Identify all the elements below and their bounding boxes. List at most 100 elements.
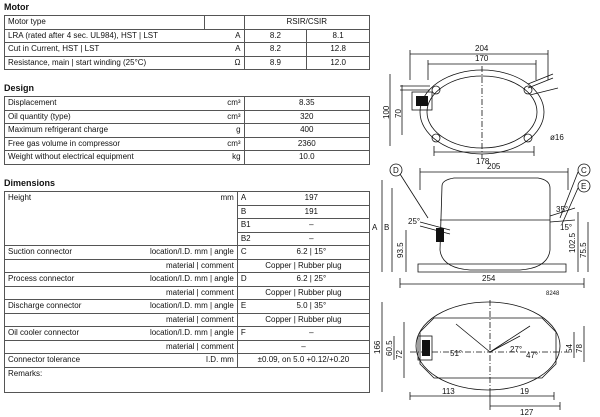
dim-102-5: 102.5 <box>568 232 577 253</box>
design-row-value: 400 <box>243 123 371 138</box>
height-code: B2 <box>236 231 254 246</box>
angle-27: 27° <box>510 345 522 354</box>
height-code: B <box>236 204 254 219</box>
connector-sub2: material | comment <box>103 285 238 300</box>
dim-19: 19 <box>520 387 529 396</box>
motor-row-unit: Ω <box>204 55 245 70</box>
angle-51: 51° <box>450 349 462 358</box>
table-row: Height mm A 197 <box>3 191 370 246</box>
height-value: – <box>253 218 370 233</box>
angle-35: 35° <box>556 205 568 214</box>
table-row: Remarks: <box>4 366 370 393</box>
dim-204: 204 <box>475 44 489 53</box>
dimensions-section-title: Dimensions <box>4 178 56 188</box>
design-row-value: 320 <box>243 109 371 124</box>
design-row-unit: cm³ <box>204 136 245 151</box>
tolerance-label: Connector tolerance <box>3 353 104 368</box>
connector-v2: – <box>236 339 371 354</box>
table-row: LRA (rated after 4 sec. UL984), HST | LS… <box>4 28 370 43</box>
angle-47: 47° <box>526 351 538 360</box>
dim-166: 166 <box>373 340 382 354</box>
dim-100: 100 <box>382 105 391 119</box>
motor-section-title: Motor <box>4 2 29 12</box>
dim-54: 54 <box>565 344 574 353</box>
motor-row-label: Cut in Current, HST | LST <box>4 42 205 57</box>
dim-170: 170 <box>475 54 489 63</box>
table-row: Suction connector location/I.D. mm | ang… <box>3 245 370 260</box>
motor-row-label: Resistance, main | start winding (25°C) <box>4 55 205 70</box>
dim-70: 70 <box>394 109 403 118</box>
table-row: material | comment Copper | Rubber plug <box>3 285 371 300</box>
connector-code: F <box>236 326 254 341</box>
design-row-label: Oil quantity (type) <box>4 109 205 124</box>
design-row-unit: cm³ <box>204 96 245 111</box>
table-row: Cut in Current, HST | LST A 8.2 12.8 <box>4 42 370 57</box>
motor-row-v1: 8.2 <box>243 42 308 57</box>
motor-row-unit: A <box>204 28 245 43</box>
height-value: 191 <box>253 204 370 219</box>
height-value: – <box>253 231 370 246</box>
label-b: B <box>384 223 389 232</box>
height-label: Height <box>3 191 104 246</box>
motor-type-row: Motor type RSIR/CSIR <box>4 15 371 30</box>
dim-93-5: 93.5 <box>396 242 405 258</box>
connector-v2: Copper | Rubber plug <box>236 258 371 273</box>
table-row: material | comment Copper | Rubber plug <box>3 312 371 327</box>
design-row-label: Weight without electrical equipment <box>4 150 205 165</box>
design-row-value: 10.0 <box>243 150 371 165</box>
design-row-label: Free gas volume in compressor <box>4 136 205 151</box>
height-code: A <box>236 191 254 206</box>
connector-v1: 6.2 | 15° <box>253 245 370 260</box>
connector-v1: 5.0 | 35° <box>253 299 370 314</box>
tolerance-value: ±0.09, on 5.0 +0.12/+0.20 <box>236 353 371 368</box>
tolerance-unit: I.D. mm <box>103 353 238 368</box>
dim-78: 78 <box>575 344 584 353</box>
connector-sub1: location/I.D. mm | angle <box>103 326 238 341</box>
connector-sub2: material | comment <box>103 339 238 354</box>
height-value: 197 <box>253 191 370 206</box>
connector-v2: Copper | Rubber plug <box>236 285 371 300</box>
motor-row-v2: 8.1 <box>306 28 370 43</box>
label-a: A <box>372 223 378 232</box>
motor-row-label: LRA (rated after 4 sec. UL984), HST | LS… <box>4 28 205 43</box>
connector-sub1: location/I.D. mm | angle <box>103 245 238 260</box>
top-view-drawing: 204 170 100 70 178 ø16 <box>378 40 600 170</box>
connector-v1: – <box>253 326 370 341</box>
table-row: Connector tolerance I.D. mm ±0.09, on 5.… <box>3 353 371 368</box>
motor-row-v1: 8.9 <box>243 55 308 70</box>
motor-row-v1: 8.2 <box>243 28 308 43</box>
dim-75-5: 75.5 <box>579 242 588 258</box>
height-unit: mm <box>103 191 238 246</box>
side-view-drawing: D C E 205 A B 25° 35° 15° 93.5 102.5 75.… <box>370 160 600 296</box>
motor-row-v2: 12.8 <box>306 42 370 57</box>
remarks-label: Remarks: <box>4 366 370 393</box>
design-section-title: Design <box>4 83 35 93</box>
dim-205: 205 <box>487 162 501 171</box>
dim-60-5: 60.5 <box>385 340 394 356</box>
design-row-value: 2360 <box>243 136 371 151</box>
height-code: B1 <box>236 218 254 233</box>
label-e: E <box>581 182 586 191</box>
table-row: material | comment Copper | Rubber plug <box>3 258 371 273</box>
connector-label: Suction connector <box>3 245 104 260</box>
design-row-unit: cm³ <box>204 109 245 124</box>
design-row-value: 8.35 <box>243 96 371 111</box>
dim-72: 72 <box>395 350 404 359</box>
design-row-unit: kg <box>204 150 245 165</box>
connector-code: E <box>236 299 254 314</box>
connector-sub1: location/I.D. mm | angle <box>103 272 238 287</box>
label-c: C <box>581 166 587 175</box>
motor-type-value: RSIR/CSIR <box>243 15 371 30</box>
connector-sub1: location/I.D. mm | angle <box>103 299 238 314</box>
angle-25: 25° <box>408 217 420 226</box>
dim-127: 127 <box>520 408 534 417</box>
design-row-label: Displacement <box>4 96 205 111</box>
connector-code: D <box>236 272 254 287</box>
